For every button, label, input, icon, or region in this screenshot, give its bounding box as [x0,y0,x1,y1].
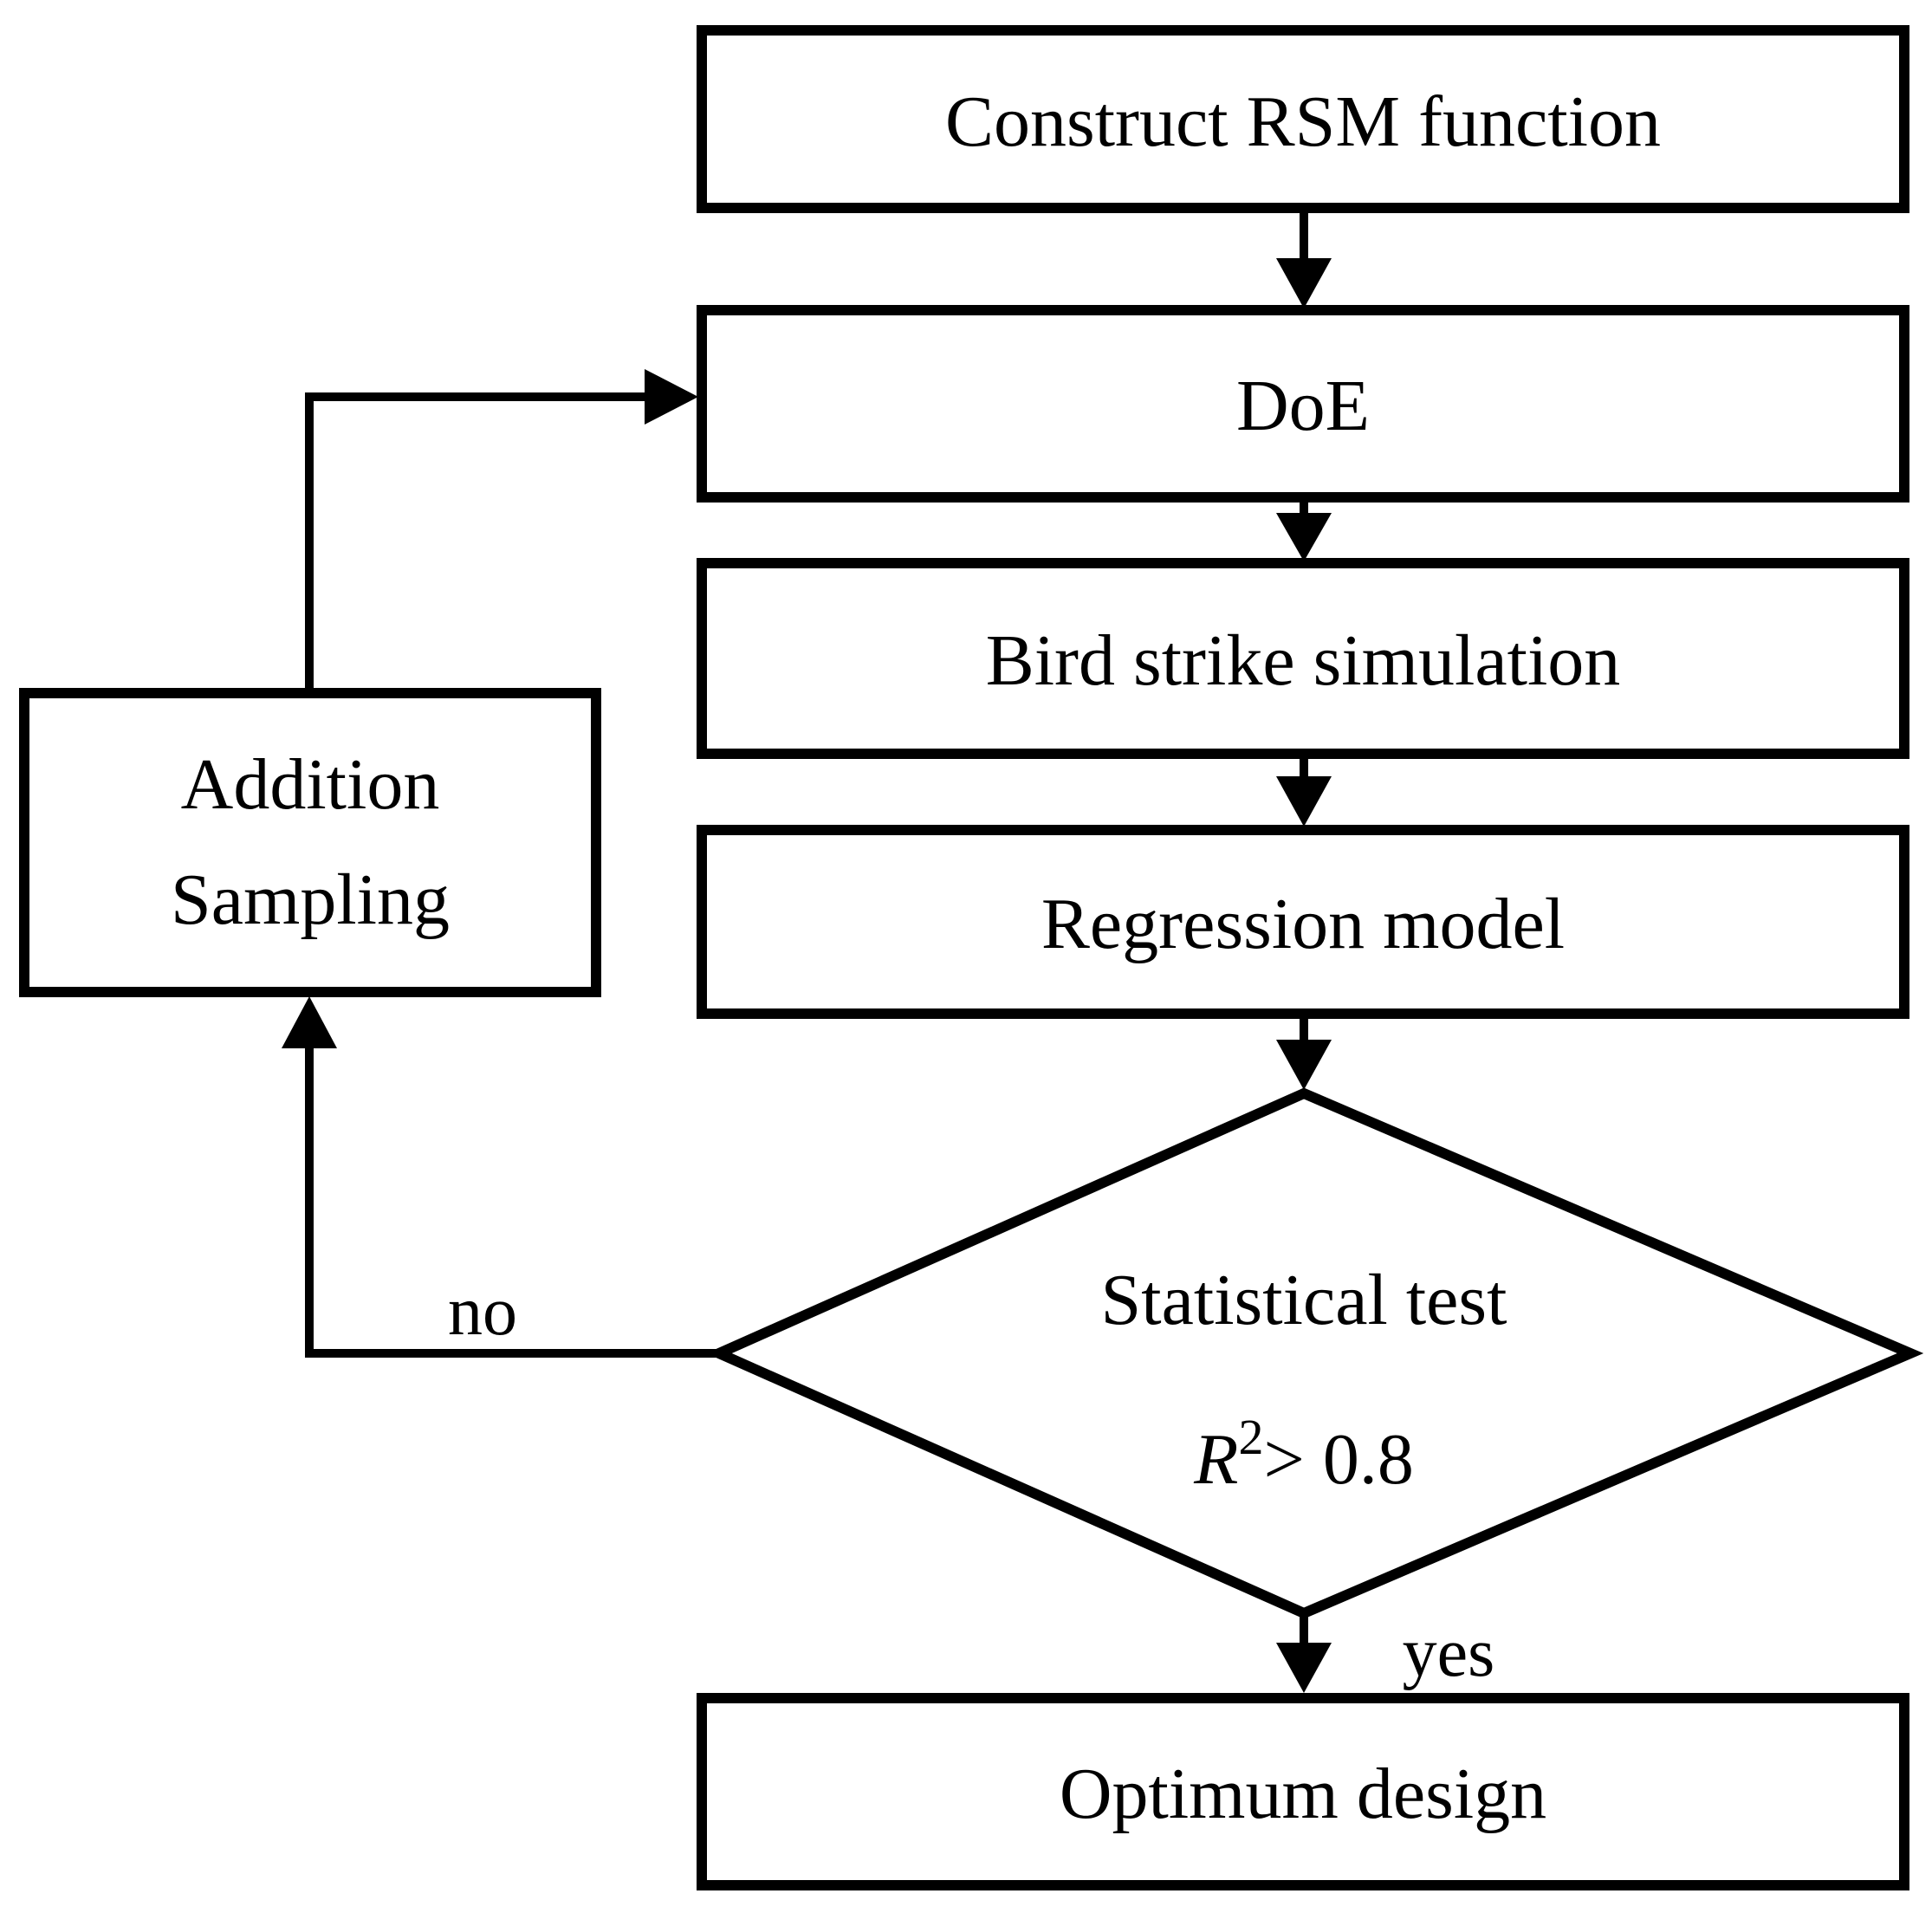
arrowhead-down-icon [1276,258,1332,308]
no-edge-label: no [448,1274,517,1350]
arrowhead-right-icon [645,369,698,425]
regression-box [697,825,1909,1019]
arrowhead-down-icon [1276,1643,1332,1693]
optimum-design-label: Optimum design [1060,1754,1546,1834]
arrow-bird-strike-to-regression [1276,754,1332,827]
feedback-line [305,392,648,693]
addition-sampling-box [19,688,601,997]
optimum-design-box [697,1693,1909,1890]
arrow-decision-no-to-addition-sampling [282,996,719,1358]
arrowhead-up-icon [282,996,337,1048]
arrowhead-down-icon [1276,1040,1332,1090]
arrow-addition-sampling-to-doe [305,369,698,693]
node-optimum-design: Optimum design [697,1693,1909,1890]
construct-rsm-box [697,25,1909,213]
decision-threshold-text: > 0.8 [1263,1419,1413,1500]
arrow-regression-to-decision [1276,1014,1332,1090]
arrow-construct-to-doe [1276,208,1332,308]
doe-label: DoE [1236,366,1370,446]
construct-rsm-label: Construct RSM function [945,81,1661,162]
decision-r-superscript: 2 [1238,1409,1263,1465]
node-construct-rsm-function: Construct RSM function [697,25,1909,213]
node-statistical-test-decision: Statistical test R2> 0.8 [706,1087,1924,1619]
addition-sampling-label-line1: Addition [181,744,440,825]
arrow-doe-to-bird-strike [1276,497,1332,561]
node-addition-sampling: Addition Sampling [19,688,601,997]
addition-sampling-label-line2: Sampling [171,859,450,940]
bird-strike-label: Bird strike simulation [986,620,1621,701]
decision-r-variable: R [1193,1419,1238,1500]
decision-label-line1: Statistical test [1101,1260,1507,1340]
node-bird-strike-simulation: Bird strike simulation [697,558,1909,759]
node-regression-model: Regression model [697,825,1909,1019]
decision-diamond [706,1087,1924,1619]
arrowhead-down-icon [1276,776,1332,827]
yes-edge-label: yes [1403,1615,1495,1691]
no-branch-line [305,1045,719,1358]
arrowhead-down-icon [1276,513,1332,561]
regression-label: Regression model [1041,884,1565,964]
doe-box [697,305,1909,503]
node-doe: DoE [697,305,1909,503]
arrow-decision-to-optimum-yes [1276,1613,1332,1693]
decision-label-line2: R2> 0.8 [1193,1409,1414,1500]
